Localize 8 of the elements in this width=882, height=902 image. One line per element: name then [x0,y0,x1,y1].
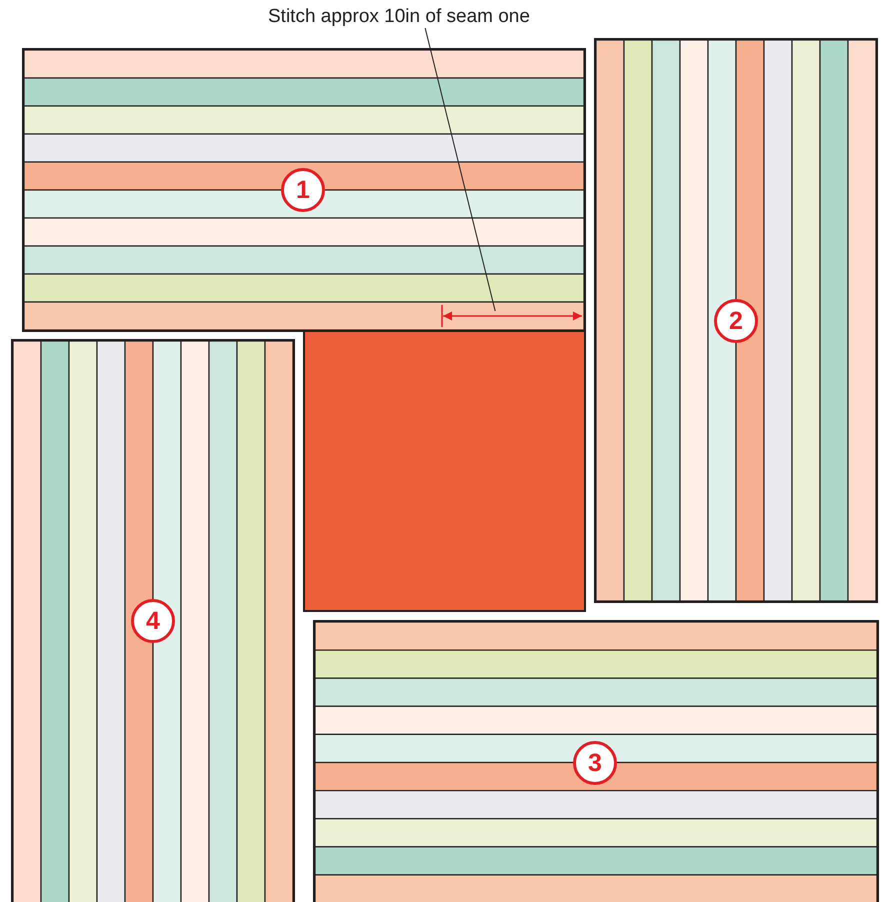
striped-panel [11,339,295,902]
dimension-arrow [442,311,582,321]
striped-panel [594,38,878,603]
annotation-text: Stitch approx 10in of seam one [268,6,530,28]
striped-panel [313,620,879,902]
solid-square [303,330,586,612]
striped-panel [22,48,586,332]
leader-line [424,28,496,312]
